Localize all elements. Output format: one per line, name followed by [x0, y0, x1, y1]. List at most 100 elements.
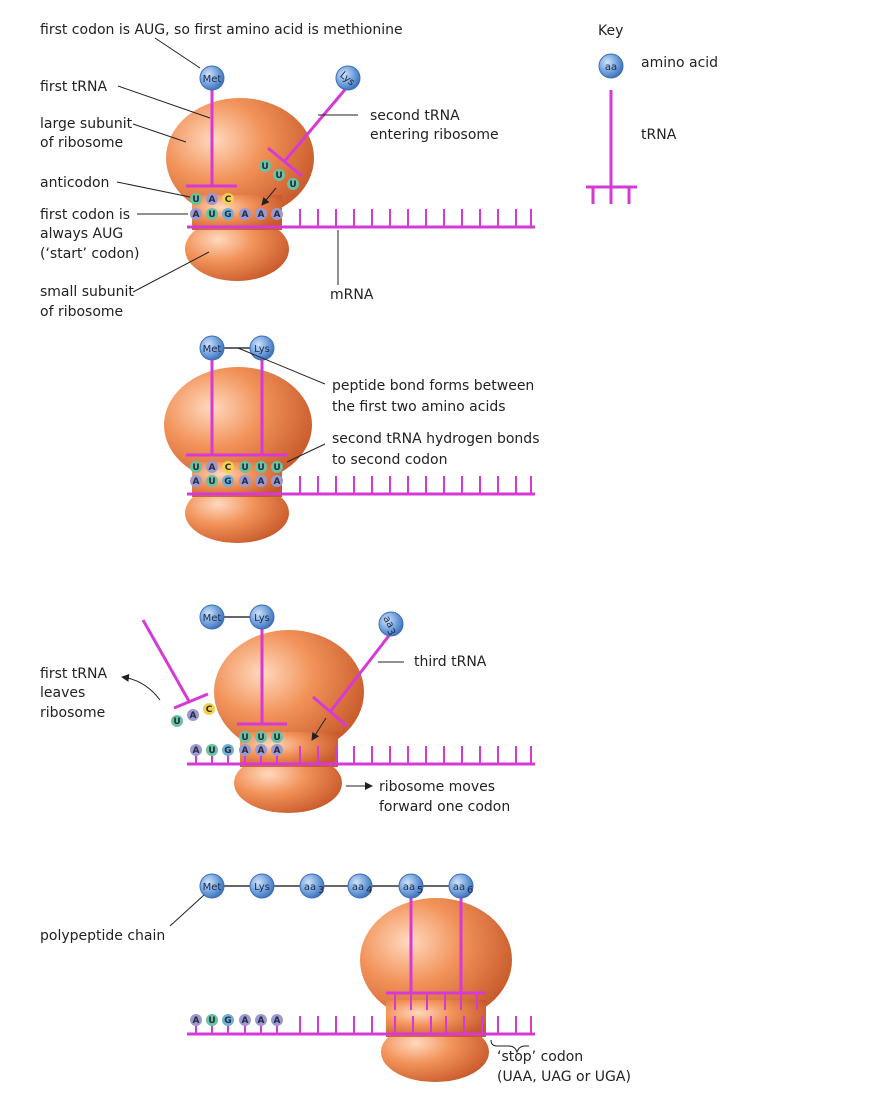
leaving-first-trna: [141, 619, 209, 710]
svg-text:3: 3: [318, 885, 324, 896]
second-trna-label-2: entering ribosome: [370, 127, 499, 143]
polypeptide-label: polypeptide chain: [40, 928, 165, 944]
svg-text:3: 3: [384, 627, 397, 638]
peptide-bond-label-2: the first two amino acids: [332, 399, 506, 415]
svg-text:Met: Met: [203, 74, 222, 85]
mrna-codon-bases: A U G A A A: [190, 208, 283, 220]
svg-text:A: A: [242, 477, 249, 487]
moves-label: ribosome moves: [379, 779, 495, 795]
amino-acid-aa3: aa 3: [299, 873, 325, 899]
key-trna-icon: [586, 90, 637, 204]
amino-acid-aa5: aa 5: [398, 873, 424, 899]
mrna-strand: [187, 746, 535, 766]
svg-text:U: U: [208, 210, 215, 220]
step1-leader-lines: [116, 37, 358, 293]
first-codon-label: first codon is: [40, 207, 130, 223]
mrna-strand: [187, 209, 535, 229]
svg-text:A: A: [193, 746, 200, 756]
hbond-label-2: to second codon: [332, 452, 447, 468]
svg-text:U: U: [275, 171, 282, 181]
mrna-strand: [187, 476, 535, 496]
stop-codon-brace: [490, 1039, 529, 1054]
large-subunit-label: large subunit: [40, 116, 133, 132]
amino-acid-lys: Lys: [249, 873, 275, 899]
svg-text:A: A: [258, 1016, 265, 1026]
anticodon-bases: U U U: [239, 731, 283, 743]
svg-text:A: A: [209, 195, 216, 205]
svg-text:A: A: [274, 210, 281, 220]
svg-text:aa: aa: [304, 882, 316, 893]
svg-text:aa: aa: [403, 882, 415, 893]
mrna-codon-bases: A U G A A A: [190, 475, 283, 487]
mrna-strand: [187, 1016, 535, 1036]
moves-label-2: forward one codon: [379, 799, 510, 815]
leaves-arrow: [121, 673, 161, 701]
svg-text:U: U: [257, 733, 264, 743]
step-2: Met Lys U A C U U U A U G A A A peptide …: [164, 335, 539, 543]
small-subunit-label-2: of ribosome: [40, 304, 123, 320]
svg-text:Lys: Lys: [254, 882, 270, 893]
svg-text:U: U: [261, 162, 268, 172]
svg-text:6: 6: [467, 885, 473, 896]
key-amino-acid-label: amino acid: [641, 55, 718, 71]
first-codon-label-3: (‘start’ codon): [40, 246, 139, 262]
svg-text:Met: Met: [203, 613, 222, 624]
amino-acid-lys: Lys: [249, 335, 275, 361]
amino-acid-lys: Lys: [249, 604, 275, 630]
leaves-label: first tRNA: [40, 666, 107, 682]
svg-text:U: U: [192, 195, 199, 205]
first-trna: [186, 88, 237, 188]
peptide-bond-label: peptide bond forms between: [332, 378, 534, 394]
third-trna-label: third tRNA: [414, 654, 487, 670]
svg-text:A: A: [274, 746, 281, 756]
step-1: Met Lys U A C U U U A U G A A A: [40, 22, 535, 320]
mrna-codon-bases: A U G A A A: [190, 744, 283, 756]
stop-codon-label-2: (UAA, UAG or UGA): [497, 1069, 631, 1085]
entering-arrow: [311, 717, 327, 741]
svg-text:5: 5: [417, 885, 423, 896]
entering-arrow: [261, 187, 277, 206]
amino-acid-met: Met: [199, 65, 225, 91]
leaves-label-2: leaves: [40, 685, 85, 701]
first-codon-note: first codon is AUG, so first amino acid …: [40, 22, 403, 38]
svg-text:Lys: Lys: [254, 344, 270, 355]
ribosome: [360, 898, 512, 1082]
amino-acid-aa6: aa 6: [448, 873, 474, 899]
svg-text:G: G: [224, 746, 231, 756]
svg-text:U: U: [241, 733, 248, 743]
svg-text:4: 4: [366, 885, 372, 896]
svg-text:A: A: [258, 210, 265, 220]
first-trna-label: first tRNA: [40, 79, 107, 95]
svg-text:U: U: [257, 463, 264, 473]
key-aa-symbol: aa: [605, 62, 617, 73]
leaving-anticodon: U A C: [171, 703, 215, 727]
amino-acid-lys: Lys: [335, 65, 361, 91]
key-amino-acid-icon: [598, 53, 624, 79]
svg-text:aa: aa: [352, 882, 364, 893]
second-trna-anticodon: U U U: [259, 160, 299, 190]
large-subunit-label-2: of ribosome: [40, 135, 123, 151]
svg-text:U: U: [273, 463, 280, 473]
second-trna: [237, 627, 287, 726]
svg-text:G: G: [224, 210, 231, 220]
polypeptide-leader: [169, 894, 205, 927]
anticodon-bases: U A C: [190, 193, 234, 205]
svg-text:Met: Met: [203, 882, 222, 893]
first-codon-label-2: always AUG: [40, 226, 123, 242]
svg-text:U: U: [208, 1016, 215, 1026]
second-trna: [267, 85, 350, 178]
svg-text:aa: aa: [380, 614, 396, 630]
trna-pair: [386, 896, 486, 1010]
svg-text:U: U: [208, 477, 215, 487]
svg-text:A: A: [242, 210, 249, 220]
amino-acid-met: Met: [199, 873, 225, 899]
svg-text:U: U: [208, 746, 215, 756]
svg-text:A: A: [274, 477, 281, 487]
amino-acid-met: Met: [199, 335, 225, 361]
anticodon-bases: U A C U U U: [190, 461, 283, 473]
svg-text:U: U: [241, 463, 248, 473]
svg-text:G: G: [224, 477, 231, 487]
svg-text:U: U: [173, 717, 180, 727]
svg-text:A: A: [258, 477, 265, 487]
